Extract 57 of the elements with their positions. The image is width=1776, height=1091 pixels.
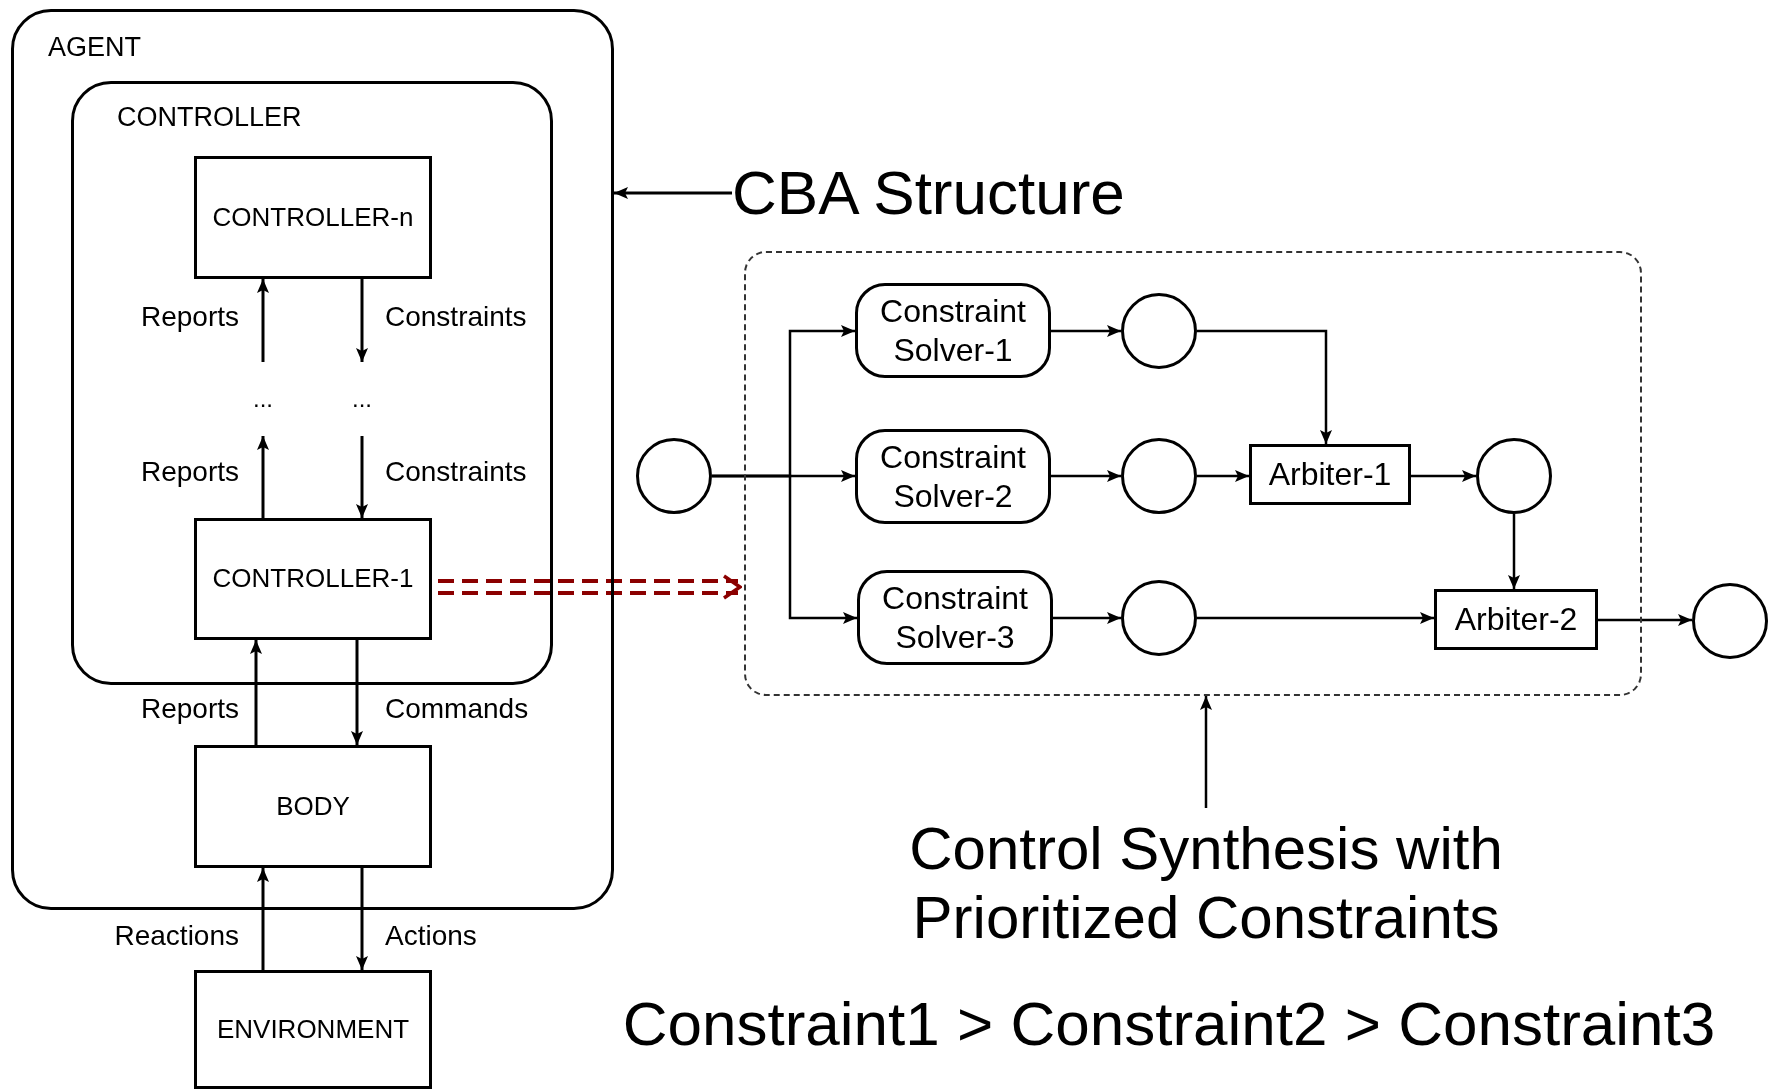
arrow <box>351 640 363 745</box>
process-box <box>194 745 432 868</box>
edge-label: Reports <box>140 457 239 488</box>
box-label: Arbiter-1 <box>1267 455 1393 494</box>
arrow <box>1053 612 1121 624</box>
arrow <box>356 279 368 362</box>
arrow <box>257 279 269 362</box>
arrow <box>614 187 732 199</box>
box-label: Constraint Solver-3 <box>881 579 1029 656</box>
solver-box <box>855 283 1051 378</box>
arrow <box>1197 329 1332 444</box>
arrow <box>257 868 269 970</box>
box-label: CONTROLLER-1 <box>211 563 415 595</box>
arrow <box>712 474 857 624</box>
box-label: Constraint Solver-1 <box>879 292 1027 369</box>
arbiter-box <box>1434 589 1598 650</box>
box-label: Constraint Solver-2 <box>879 438 1027 515</box>
edge-label: Constraints <box>385 302 527 333</box>
box-label: BODY <box>275 790 351 823</box>
solver-box <box>857 570 1053 665</box>
arrow <box>1598 614 1692 626</box>
arrow <box>356 436 368 518</box>
container-heading: AGENT <box>48 32 141 63</box>
arrow <box>356 868 368 970</box>
box-label: Arbiter-2 <box>1453 600 1579 639</box>
box-label: ENVIRONMENT <box>215 1013 411 1046</box>
arrow <box>1411 470 1476 482</box>
solver-box <box>855 429 1051 524</box>
callout-text: CBA Structure <box>732 155 1172 231</box>
arrow <box>257 436 269 518</box>
agent-container <box>11 9 614 910</box>
process-box <box>194 156 432 279</box>
arrow <box>1197 612 1434 624</box>
arrow <box>1051 325 1121 337</box>
edge-label: Actions <box>385 921 477 952</box>
container-heading: CONTROLLER <box>117 102 302 133</box>
ellipsis-text: ... <box>243 362 283 436</box>
process-box <box>194 970 432 1089</box>
arbiter-box <box>1249 444 1411 505</box>
dashed-arrow <box>438 574 742 600</box>
arrow <box>250 640 262 745</box>
note-text: Constraint1 > Constraint2 > Constraint3 <box>622 990 1716 1059</box>
edge-label: Reports <box>140 694 239 725</box>
arrow <box>1508 514 1520 589</box>
arrow <box>1051 470 1121 482</box>
edge-label: Reactions <box>114 921 239 952</box>
callout-text: Control Synthesis with Prioritized Constraints <box>876 808 1536 958</box>
controller-container <box>71 81 553 685</box>
box-label: CONTROLLER-n <box>211 201 415 234</box>
process-box <box>194 518 432 640</box>
ellipsis-text: ... <box>342 362 382 436</box>
arrow <box>1197 470 1249 482</box>
arrow <box>1200 696 1212 808</box>
edge-label: Constraints <box>385 457 527 488</box>
edge-label: Commands <box>385 694 529 725</box>
dashed-region <box>744 251 1642 696</box>
edge-label: Reports <box>140 302 239 333</box>
